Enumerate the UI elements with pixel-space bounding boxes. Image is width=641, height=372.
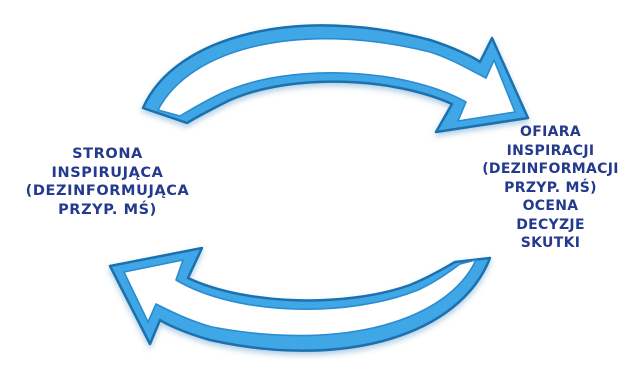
left-node-line: (DEZINFORMUJĄCA: [25, 183, 190, 199]
right-node-line: (DEZINFORMACJI: [482, 161, 619, 177]
left-node-line: PRZYP. MŚ): [58, 201, 157, 218]
right-node-line: DECYZJE: [516, 216, 585, 233]
left-node-line: STRONA: [72, 146, 143, 162]
curved-arrow-left-icon: [108, 246, 492, 352]
right-node-line: INSPIRACJI: [506, 142, 595, 159]
left-node-line: INSPIRUJĄCA: [51, 164, 164, 181]
right-node-line: SKUTKI: [520, 235, 581, 251]
right-node-line: OFIARA: [520, 124, 581, 140]
right-node-line: PRZYP. MŚ): [504, 179, 597, 196]
left-node-label: STRONA INSPIRUJĄCA (DEZINFORMUJĄCA PRZYP…: [0, 145, 215, 219]
curved-arrow-right-icon: [141, 24, 530, 134]
right-node-label: OFIARA INSPIRACJI (DEZINFORMACJI PRZYP. …: [460, 123, 641, 253]
right-node-line: OCENA: [522, 198, 579, 214]
